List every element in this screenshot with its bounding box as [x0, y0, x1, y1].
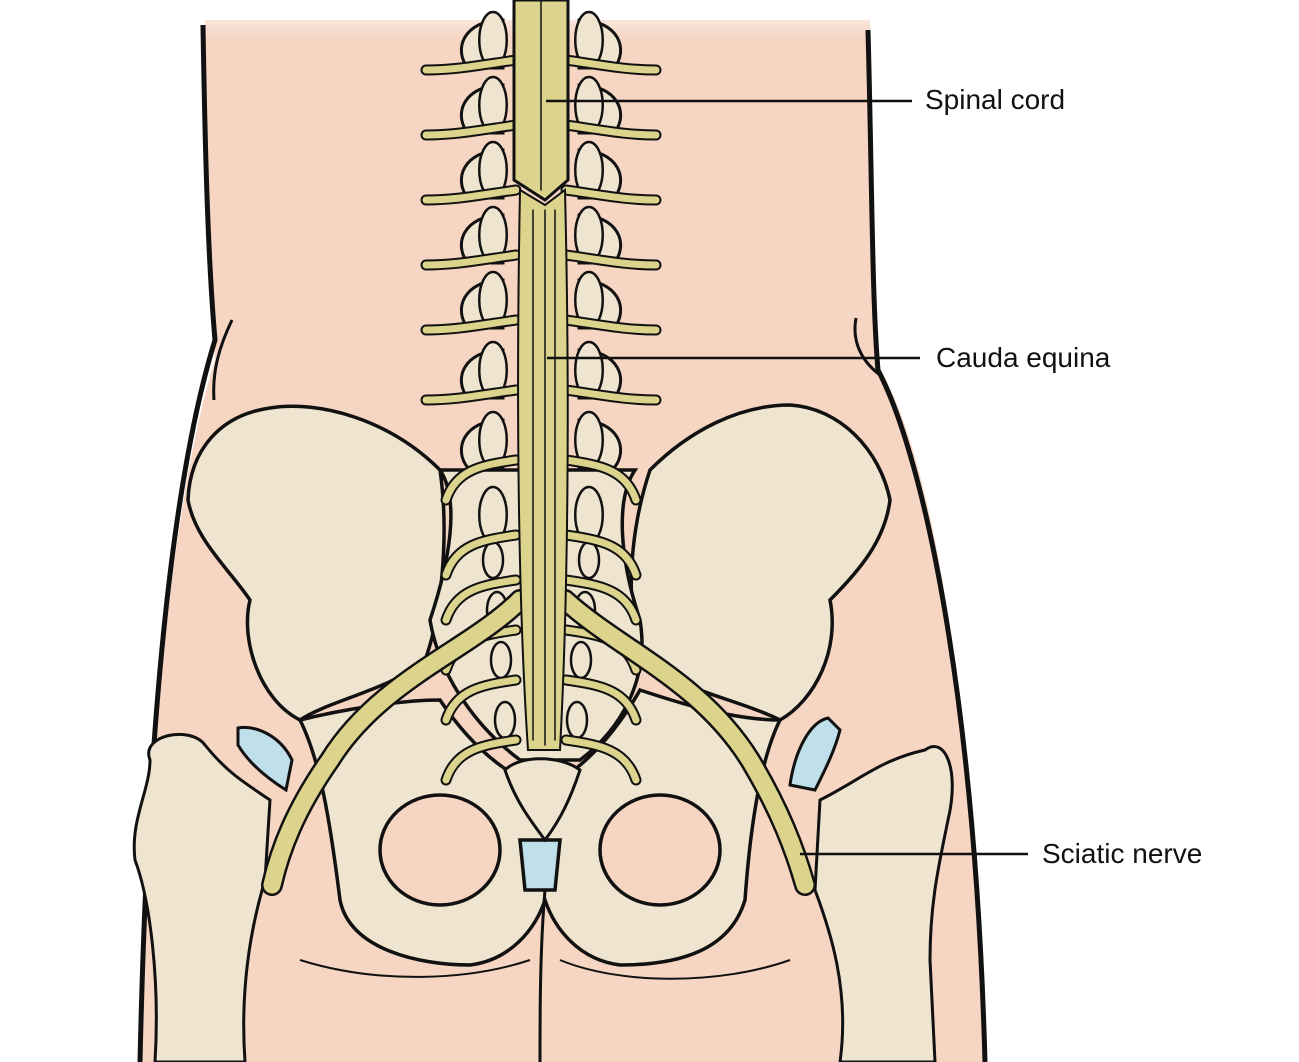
nerves: [261, 0, 816, 896]
leader-lines: [546, 99, 1028, 856]
vertebral-foramen: [493, 700, 517, 740]
femur-left: [132, 725, 294, 1062]
label-sciatic-nerve: Sciatic nerve: [1042, 838, 1203, 869]
vertebral-foramen: [489, 640, 513, 680]
torso-outline-right: [865, 29, 988, 1062]
vertebral-foramen: [569, 640, 593, 680]
label-cauda-equina: Cauda equina: [936, 342, 1111, 373]
vertebral-foramen: [481, 540, 505, 580]
coccyx: [503, 757, 582, 843]
cauda-equina: [517, 188, 569, 751]
vertebral-foramen: [565, 700, 589, 740]
vertebral-foramen: [577, 540, 601, 580]
label-spinal-cord: Spinal cord: [925, 84, 1066, 115]
